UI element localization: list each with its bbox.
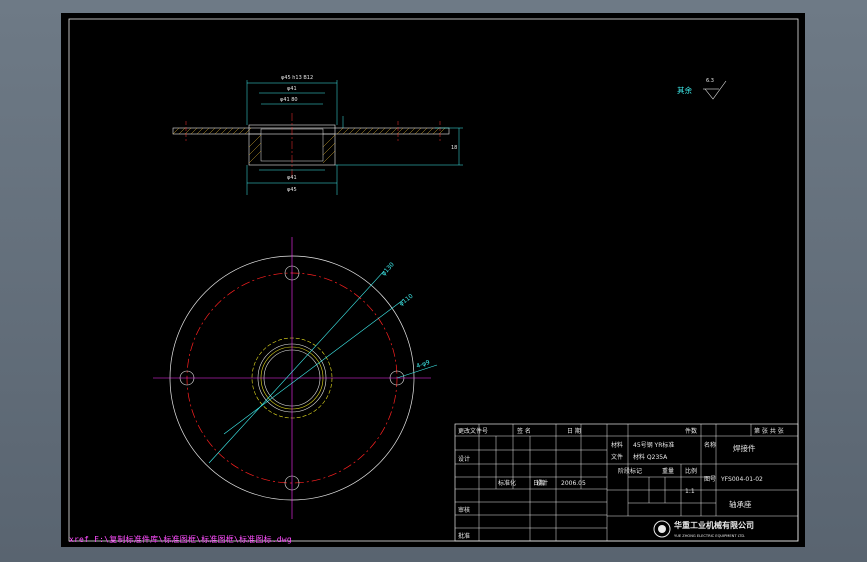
dim-bottom-b: φ45 — [287, 187, 297, 193]
tb-drawing-no: YFS004-01-02 — [720, 476, 763, 483]
tb-rev-date: 日 期 — [567, 427, 581, 435]
cad-drawing: φ45 h13 B12 φ41 φ41 80 φ41 φ45 18 φ130 φ… — [68, 18, 799, 542]
tb-doc-value: 材料 Q235A — [633, 453, 668, 461]
drawing-sheet: φ45 h13 B12 φ41 φ41 80 φ41 φ45 18 φ130 φ… — [61, 13, 805, 547]
tb-label-std: 标准化 — [498, 479, 516, 487]
plan-view: φ130 φ110 4-φ9 — [153, 237, 438, 519]
flange-plate — [172, 127, 450, 135]
tb-label-review: 审核 — [458, 506, 470, 514]
dim-top-inner: φ41 80 — [280, 97, 298, 103]
tb-rev-sign: 签 名 — [517, 427, 531, 435]
tb-rev-doc: 更改文件号 — [458, 427, 488, 435]
tb-sheet-text: 第 张 共 张 — [754, 427, 784, 435]
tb-material-label: 材料 — [611, 441, 623, 449]
tb-drawing-no-label: 图号 — [704, 476, 716, 483]
dim-top-mid: φ41 — [287, 86, 297, 92]
company-logo: 华重工业机械有限公司 YUE ZHONG ELECTRIC EQUIPMENT … — [653, 520, 754, 538]
xref-path: xref F:\复制标准件库\标准图框\标准图框\标准图标.dwg — [69, 535, 292, 544]
tb-part-title: 轴承座 — [729, 499, 752, 509]
tb-company-cn: 华重工业机械有限公司 — [674, 520, 754, 530]
title-block: 更改文件号 签 名 日 期 设计 标准化 日期 审核 批准 阶段标记 重量 比例… — [454, 423, 799, 542]
tb-scale-value: 1:1 — [685, 488, 695, 495]
dim-diam-1: φ130 — [380, 261, 396, 277]
section-view: φ45 h13 B12 φ41 φ41 80 φ41 φ45 18 — [172, 75, 463, 195]
dim-diam-2: φ110 — [398, 293, 415, 308]
tb-company-en: YUE ZHONG ELECTRIC EQUIPMENT LTD. — [674, 534, 745, 538]
tb-label-design: 设计 — [458, 455, 470, 463]
dim-holes: 4-φ9 — [415, 359, 430, 370]
tb-designer-label: 设计 — [536, 479, 548, 487]
tb-count-label: 件数 — [685, 427, 697, 435]
tb-stage-label: 阶段标记 — [618, 467, 642, 475]
dim-right-height: 18 — [451, 145, 457, 151]
surface-finish-value: 6.3 — [706, 78, 714, 84]
tb-scale-label: 比例 — [685, 467, 697, 475]
tb-weight-label: 重量 — [662, 467, 674, 475]
surface-finish-label: 其余 — [677, 85, 692, 95]
dim-top-outer: φ45 h13 B12 — [281, 75, 313, 81]
tb-part-name: 焊接件 — [733, 443, 756, 453]
dim-bottom-a: φ41 — [287, 175, 297, 181]
tb-label-approve: 批准 — [458, 532, 470, 540]
outer-border — [68, 18, 799, 542]
tb-date-value: 2006.05 — [561, 480, 586, 487]
surface-finish-symbol — [703, 80, 727, 100]
tb-doc-label: 文件 — [611, 453, 623, 461]
tb-label-date: 日期 — [533, 479, 545, 487]
tb-name-label: 名称 — [704, 441, 716, 449]
tb-material-value: 45号钢 YR标准 — [633, 441, 674, 449]
